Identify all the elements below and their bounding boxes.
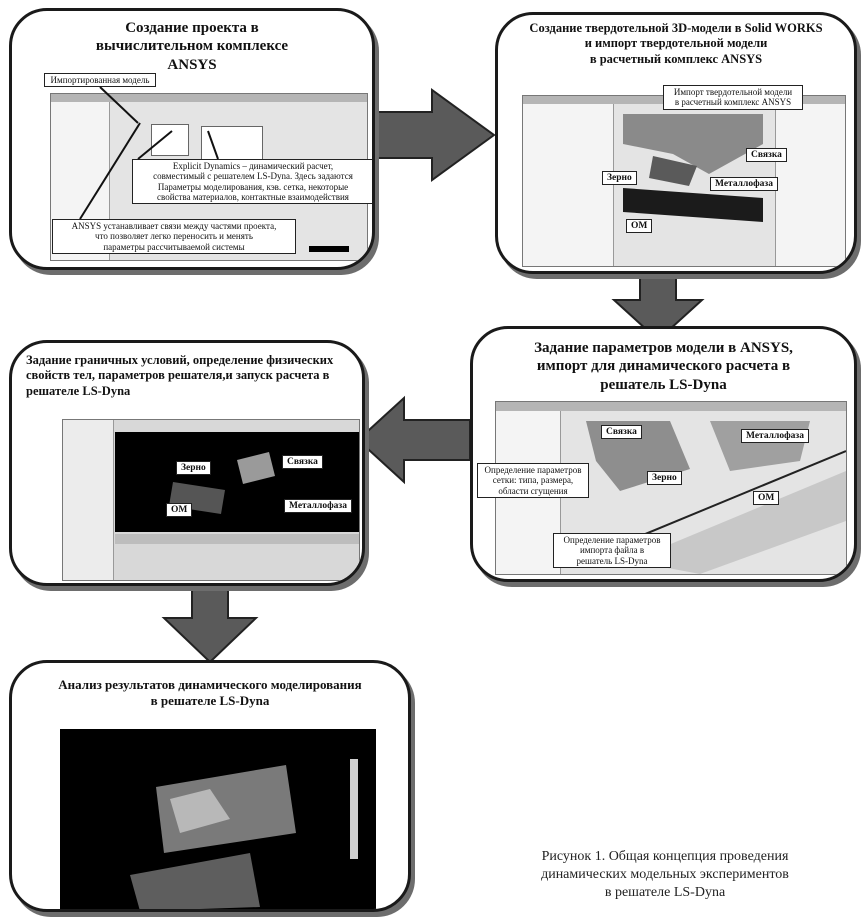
step4-label-svyazka: Связка xyxy=(282,455,323,469)
step2-label-zerno: Зерно xyxy=(602,171,637,185)
step4-viewport xyxy=(115,432,359,532)
step2-box: Создание твердотельной 3D-модели в Solid… xyxy=(495,12,857,274)
step5-title: Анализ результатов динамического моделир… xyxy=(58,677,362,708)
step2-callout-import: Импорт твердотельной модели в расчетный … xyxy=(663,85,803,110)
step2-label-om: ОМ xyxy=(626,219,653,233)
step5-results-viewport xyxy=(60,729,376,909)
step1-box: Создание проекта в вычислительном компле… xyxy=(9,8,375,270)
step1-title: Создание проекта в вычислительном компле… xyxy=(95,20,289,73)
step3-title: Задание параметров модели в ANSYS, импор… xyxy=(534,340,793,393)
step3-label-svyazka: Связка xyxy=(601,425,642,439)
step1-pointers xyxy=(79,86,219,220)
step2-title: Создание твердотельной 3D-модели в Solid… xyxy=(529,21,823,66)
step4-box: Задание граничных условий, определение ф… xyxy=(9,340,365,586)
step4-label-zerno: Зерно xyxy=(176,461,211,475)
arrow-step4-to-step5 xyxy=(161,583,259,664)
step4-label-metallofaza: Металлофаза xyxy=(284,499,352,513)
step5-box: Анализ результатов динамического моделир… xyxy=(9,660,411,912)
step4-screenshot xyxy=(62,419,360,581)
arrow-step3-to-step4 xyxy=(356,395,471,485)
step1-callout-explicit-dynamics: Explicit Dynamics – динамический расчет,… xyxy=(132,159,372,205)
step3-label-om: ОМ xyxy=(753,491,780,505)
step3-callout-mesh: Определение параметров сетки: типа, разм… xyxy=(477,463,589,499)
step4-title: Задание граничных условий, определение ф… xyxy=(26,353,334,398)
step2-screenshot xyxy=(522,95,846,267)
arrow-step1-to-step2 xyxy=(373,88,496,182)
step3-callout-import-params: Определение параметров импорта файла в р… xyxy=(553,533,671,569)
step4-label-om: ОМ xyxy=(166,503,193,517)
step2-label-metallofaza: Металлофаза xyxy=(710,177,778,191)
figure-caption: Рисунок 1. Общая концепция проведения ди… xyxy=(541,849,789,901)
step2-label-svyazka: Связка xyxy=(746,148,787,162)
step1-callout-ansys-links: ANSYS устанавливает связи между частями … xyxy=(52,219,296,255)
step1-callout-imported-model: Импортированная модель xyxy=(44,73,156,88)
step3-box: Задание параметров модели в ANSYS, импор… xyxy=(470,326,857,582)
step3-label-metallofaza: Металлофаза xyxy=(741,429,809,443)
step3-label-zerno: Зерно xyxy=(647,471,682,485)
